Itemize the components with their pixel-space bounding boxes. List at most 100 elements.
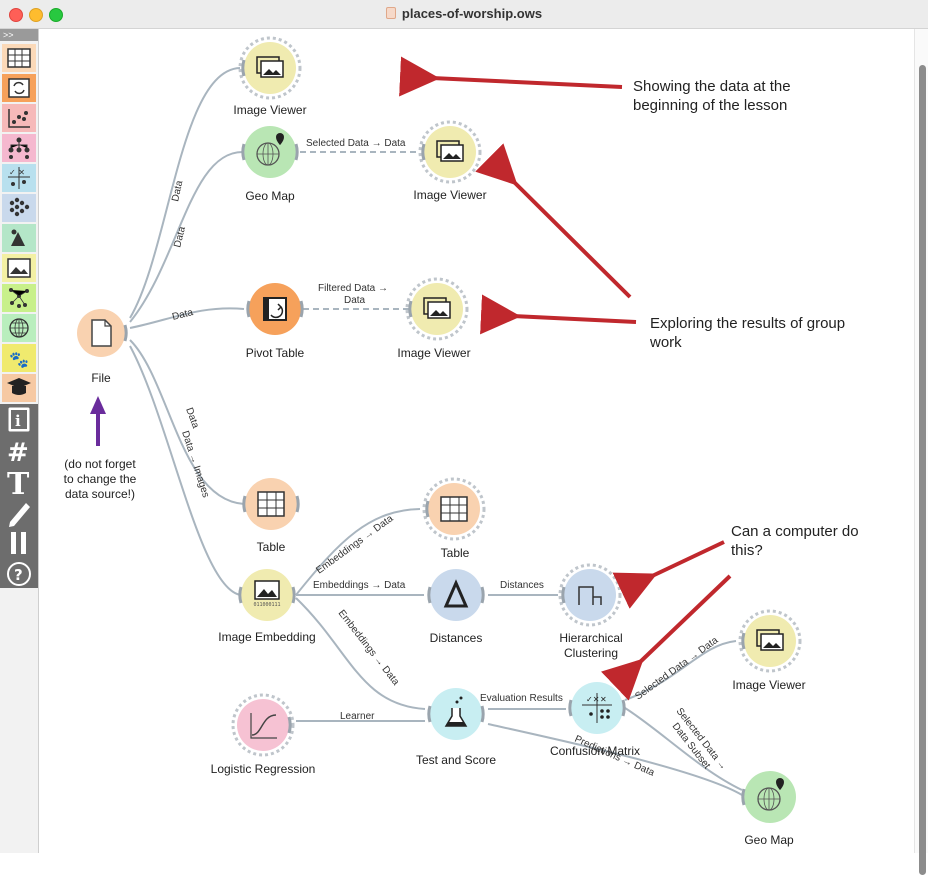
link-label: Data [172,225,188,249]
svg-text:T: T [7,467,30,502]
education-category-button[interactable] [2,374,36,402]
node-logistic-regression[interactable]: Logistic Regression [211,693,316,776]
annotation-showing-data[interactable]: Showing the data at the beginning of the… [633,78,791,114]
node-label: File [91,371,111,385]
svg-text:?: ? [14,566,23,584]
text-annotation-button[interactable]: T [7,467,30,502]
link-file-table[interactable] [129,339,245,505]
node-label: Geo Map [744,833,794,847]
node-label: Image Viewer [413,188,486,202]
annotation-arrows [399,56,732,701]
minimize-window-button[interactable] [29,8,43,22]
link-label: Filtered Data → [318,283,388,294]
pause-button[interactable] [11,532,26,554]
node-image-viewer-4[interactable]: Image Viewer [732,609,806,692]
link-label: Selected Data → Data [633,635,720,703]
link-file-geo-map[interactable] [129,150,245,323]
node-label: Geo Map [245,189,295,203]
geo-category-button[interactable] [2,314,36,342]
node-label: Image Viewer [397,346,470,360]
link-label: Learner [340,711,375,722]
arrow-to-image-viewer-3[interactable] [480,294,637,335]
node-label: Clustering [564,646,618,660]
annotation-group-work[interactable]: Exploring the results of group work [650,315,846,351]
window-title: places-of-worship.ows [0,6,928,21]
number-button[interactable]: # [7,438,29,468]
info-button[interactable]: i [8,407,30,432]
node-label: Logistic Regression [211,762,316,776]
link-label: Data [344,295,366,306]
node-table-2[interactable]: Table [422,477,486,560]
node-table-1[interactable]: Table [242,478,300,554]
evaluate-category-button[interactable]: ✓ ✕ [2,164,36,192]
node-label: Confusion Matrix [550,744,640,758]
arrow-to-file[interactable] [90,396,106,446]
node-geo-map-2[interactable]: Geo Map [741,771,796,847]
node-geo-map-1[interactable]: Geo Map [241,126,299,203]
toolbar-tools-area [0,404,38,588]
help-button[interactable]: ? [7,562,31,586]
data-category-button[interactable] [2,44,36,72]
node-label: Hierarchical [559,631,622,645]
vertical-scrollbar[interactable] [914,29,928,875]
node-distances[interactable]: Distances [427,569,485,645]
links [129,67,743,796]
link-label: Embeddings → Data [313,580,406,591]
node-hierarchical-clustering[interactable]: Hierarchical Clustering [558,563,623,660]
node-image-viewer-1[interactable]: Image Viewer [233,36,307,117]
transform-category-button[interactable] [2,74,36,102]
arrow-to-clustering[interactable] [612,540,725,609]
link-label: Data [171,307,195,323]
bioinformatics-category-button[interactable]: 🐾 [2,344,36,372]
node-image-viewer-3[interactable]: Image Viewer [397,277,471,360]
svg-text:🐾: 🐾 [9,350,29,369]
node-label: Test and Score [416,753,496,767]
link-label: Data → Images [179,430,211,499]
arrow-to-image-viewer-1[interactable] [399,56,623,97]
svg-text:i: i [15,412,21,430]
link-file-image-viewer-1[interactable] [129,67,241,319]
link-label: Distances [500,580,544,591]
link-emb-test[interactable] [295,597,426,710]
document-icon [385,7,396,19]
node-label: Distances [430,631,483,645]
link-file-pivot[interactable] [129,307,245,329]
scrollbar-thumb[interactable] [919,65,926,875]
node-file[interactable]: File [77,309,128,385]
zoom-window-button[interactable] [49,8,63,22]
node-label: Table [257,540,286,554]
link-file-image-embedding[interactable] [129,345,242,596]
arrow-to-image-viewer-2[interactable] [475,143,632,299]
link-label: Data [183,406,201,430]
educational-category-button[interactable] [2,224,36,252]
link-label: Data [170,179,185,202]
node-label: Image Viewer [732,678,805,692]
svg-text:✓✕: ✓✕ [586,695,599,704]
model-category-button[interactable] [2,134,36,162]
node-label: Image Embedding [218,630,315,644]
arrow-to-confusion-matrix[interactable] [601,574,732,701]
node-label: Image Viewer [233,103,306,117]
link-predictions[interactable] [487,723,743,796]
image-analytics-category-button[interactable] [2,254,36,282]
link-selected-geo[interactable] [624,707,743,791]
close-window-button[interactable] [9,8,23,22]
unsupervised-category-button[interactable] [2,194,36,222]
node-confusion-matrix[interactable]: ✓✕ ✕ Confusion Matrix [550,682,640,758]
annotation-data-source[interactable]: (do not forget to change the data source… [63,457,137,501]
toolbar-icons: ✓ ✕ 🐾 i [2,44,36,586]
visualize-category-button[interactable] [2,104,36,132]
node-pivot-table[interactable]: Pivot Table [246,283,305,360]
link-label: Embeddings → Data [336,608,402,688]
node-image-embedding[interactable]: 011000111 Image Embedding [218,569,316,644]
node-image-viewer-2[interactable]: Image Viewer [413,120,487,202]
arrow-annotation-button[interactable] [9,503,30,527]
svg-text:#: # [7,438,29,468]
networks-category-button[interactable] [2,284,36,312]
node-test-and-score[interactable]: Test and Score [416,688,496,767]
link-emb-table[interactable] [295,508,421,596]
link-label: Selected Data → Data [306,138,406,149]
svg-text:011000111: 011000111 [253,602,280,608]
annotation-computer[interactable]: Can a computer do this? [731,523,859,559]
toolbar-collapse-button[interactable]: >> [0,29,38,41]
